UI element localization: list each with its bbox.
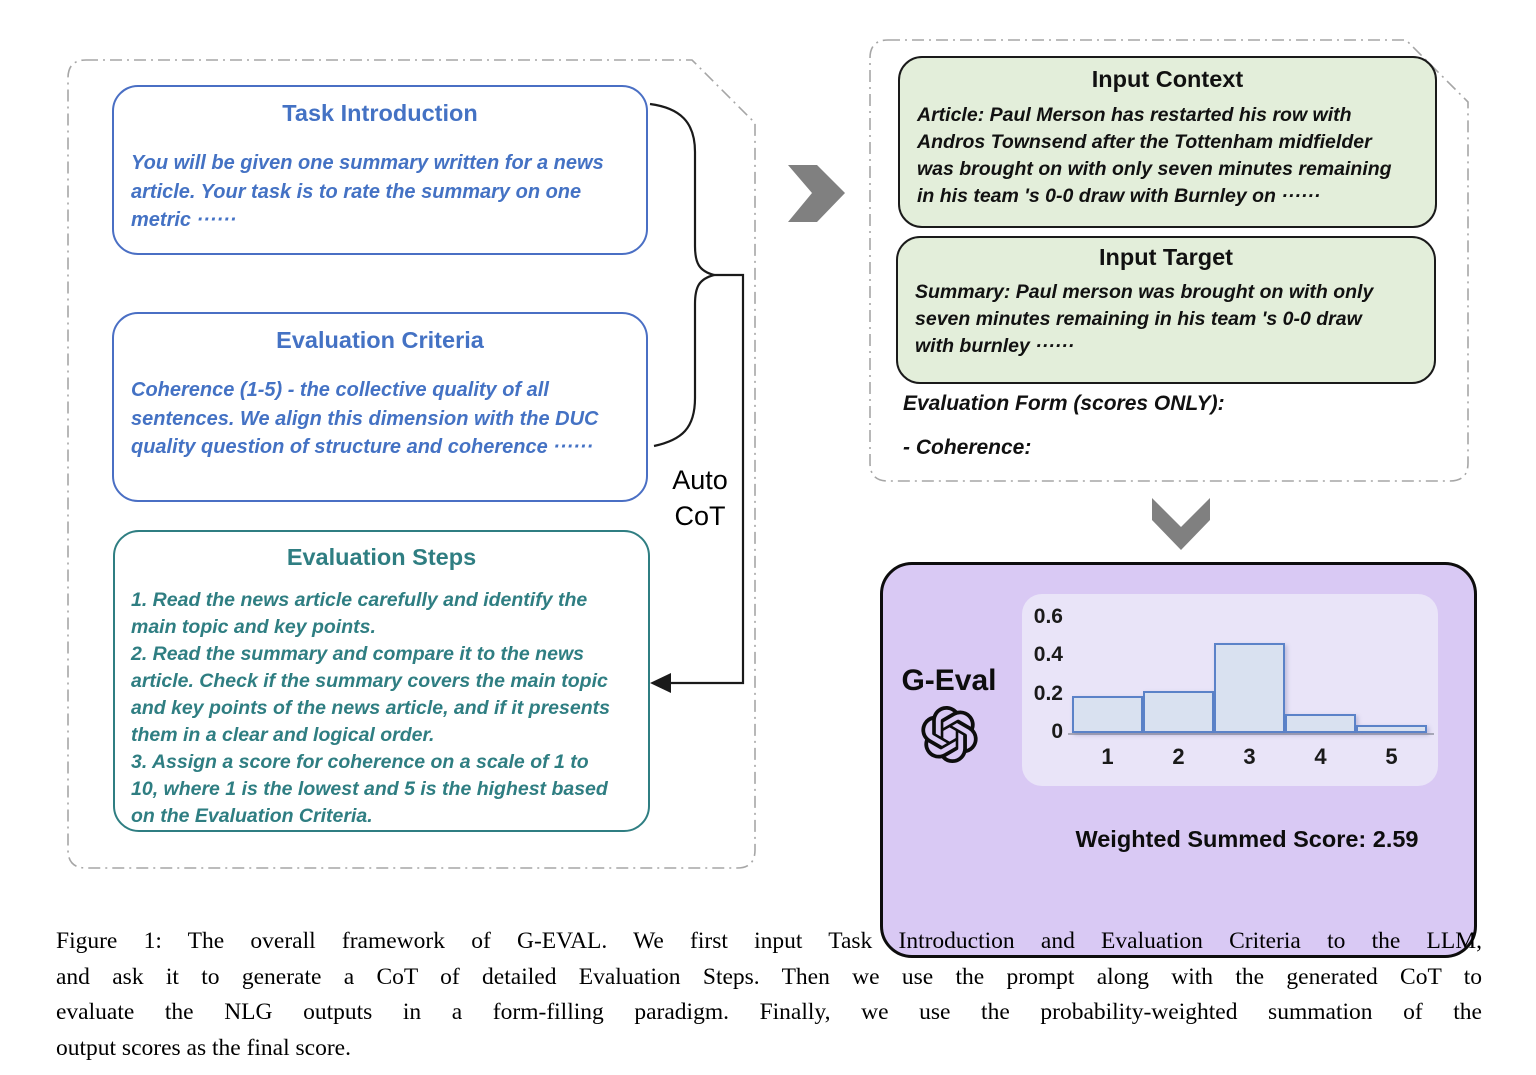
task-introduction-box: Task Introduction You will be given one … [112, 85, 648, 255]
caption-line-3: evaluate the NLG outputs in a form-filli… [56, 999, 1482, 1025]
x-tick-label: 1 [1101, 744, 1114, 769]
x-tick-label: 4 [1314, 744, 1327, 769]
weighted-score-label: Weighted Summed Score: 2.59 [1075, 826, 1419, 852]
task-introduction-title: Task Introduction [282, 100, 478, 126]
evaluation-step-3: 3. Assign a score for coherence on a sca… [131, 751, 608, 827]
caption-line-1: Figure 1: The overall framework of G-EVA… [56, 928, 1482, 954]
evaluation-criteria-box: Evaluation Criteria Coherence (1-5) - th… [112, 312, 648, 502]
auto-cot-brace [649, 102, 719, 448]
evaluation-steps-box: Evaluation Steps 1. Read the news articl… [113, 530, 650, 832]
x-axis-line [1068, 733, 1434, 735]
task-introduction-body: You will be given one summary written fo… [131, 152, 604, 231]
evaluation-steps-title: Evaluation Steps [286, 544, 477, 570]
probability-chart-panel: 1 2 3 4 5 0 0.2 0.4 0.6 [1022, 594, 1438, 786]
bar-score-1 [1072, 696, 1143, 733]
chevron-right-icon [788, 165, 845, 222]
y-tick-label: 0 [1051, 720, 1063, 743]
caption-line-2: and ask it to generate a CoT of detailed… [56, 963, 1482, 990]
probability-chart-plot: 1 2 3 4 5 0 0.2 0.4 0.6 [1022, 594, 1438, 786]
input-target-box: Input Target Summary: Paul merson was br… [896, 236, 1436, 384]
y-tick-label: 0.4 [1033, 643, 1063, 666]
g-eval-label: G-Eval [901, 664, 997, 697]
figure-caption: Figure 1: The overall framework of G-EVA… [56, 924, 1482, 1066]
chevron-down-icon [1152, 498, 1210, 550]
evaluation-criteria-title: Evaluation Criteria [276, 327, 484, 353]
openai-logo-icon [921, 706, 978, 763]
coherence-label: - Coherence: [903, 436, 1032, 459]
bar-score-4 [1285, 714, 1356, 733]
evaluation-step-2: 2. Read the summary and compare it to th… [131, 643, 610, 746]
input-target-body: Summary: Paul merson was brought on with… [915, 281, 1374, 357]
bar-score-5 [1356, 725, 1427, 733]
bar-score-3 [1214, 643, 1285, 733]
y-tick-label: 0.2 [1033, 681, 1063, 705]
arrowhead-left-icon [650, 673, 671, 693]
input-context-box: Input Context Article: Paul Merson has r… [898, 56, 1437, 228]
input-target-title: Input Target [1098, 244, 1234, 270]
input-context-title: Input Context [1091, 66, 1244, 92]
x-tick-label: 3 [1243, 744, 1256, 769]
x-tick-label: 5 [1385, 744, 1398, 769]
input-context-body: Article: Paul Merson has restarted his r… [917, 104, 1392, 207]
evaluation-form-label: Evaluation Form (scores ONLY): [903, 392, 1225, 415]
auto-cot-label: Auto CoT [672, 465, 728, 531]
evaluation-step-1: 1. Read the news article carefully and i… [131, 589, 588, 638]
x-tick-label: 2 [1172, 744, 1185, 769]
evaluation-criteria-body: Coherence (1-5) - the collective quality… [131, 379, 599, 458]
caption-line-4: output scores as the final score. [56, 1034, 351, 1061]
y-tick-label: 0.6 [1033, 604, 1063, 628]
bar-score-2 [1143, 691, 1214, 733]
